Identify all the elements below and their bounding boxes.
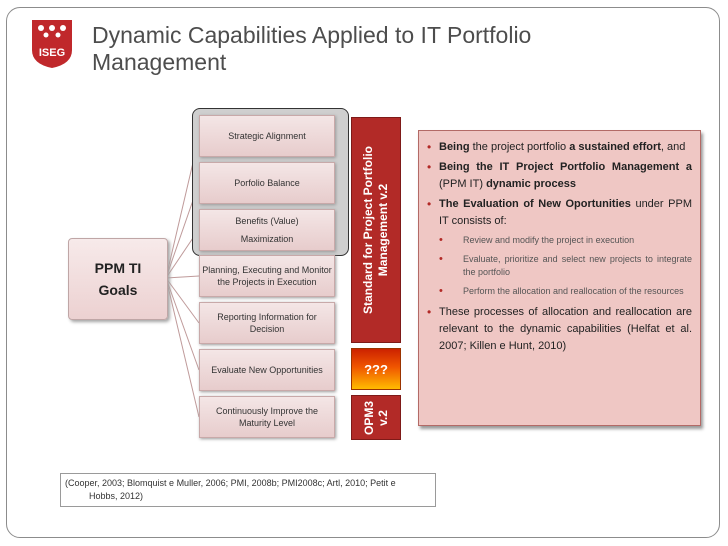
item-label-line2: Maximization <box>240 234 294 244</box>
item-portfolio-balance: Porfolio Balance <box>199 162 335 204</box>
unknown-standard-label: ??? <box>364 361 388 377</box>
item-reporting-information: Reporting Information for Decision <box>199 302 335 344</box>
item-label: Planning, Executing and Monitor the Proj… <box>202 265 332 287</box>
bullet-dynamic-process: Being the IT Project Portfolio Managemen… <box>427 159 692 193</box>
bullet-evaluation: The Evaluation of New Oportunities under… <box>427 196 692 230</box>
slide-title: Dynamic Capabilities Applied to IT Portf… <box>92 22 532 75</box>
sub-bullet-review: Review and modify the project in executi… <box>427 234 692 247</box>
item-label: Reporting Information for Decision <box>217 312 317 334</box>
explanation-panel: Being the project portfolio a sustained … <box>418 130 701 426</box>
item-strategic-alignment: Strategic Alignment <box>199 115 335 157</box>
goals-line2: Goals <box>98 282 138 298</box>
item-label: Strategic Alignment <box>228 131 306 141</box>
bullet-sustained-effort: Being the project portfolio a sustained … <box>427 139 692 156</box>
item-label: Porfolio Balance <box>234 178 300 188</box>
references-box: (Cooper, 2003; Blomquist e Muller, 2006;… <box>60 473 436 507</box>
bullet-dynamic-capabilities: These processes of allocation and reallo… <box>427 304 692 355</box>
item-continuously-improve: Continuously Improve the Maturity Level <box>199 396 335 438</box>
sub-bullet-allocation: Perform the allocation and reallocation … <box>427 285 692 298</box>
item-label: Evaluate New Opportunities <box>211 365 323 375</box>
logo-text: ISEG <box>39 47 65 59</box>
ppm-goals-box: PPM TI Goals <box>68 238 168 320</box>
item-evaluate-opportunities: Evaluate New Opportunities <box>199 349 335 391</box>
item-label: Continuously Improve the Maturity Level <box>215 406 319 428</box>
references-line2: Hobbs, 2012) <box>89 491 144 501</box>
goals-line1: PPM TI <box>94 260 142 276</box>
unknown-standard-bar: ??? <box>351 348 401 390</box>
iseg-logo: ISEG <box>32 20 72 68</box>
opm3-bar: OPM3 v.2 <box>351 395 401 440</box>
references-line1: (Cooper, 2003; Blomquist e Muller, 2006;… <box>65 478 396 488</box>
sub-bullet-evaluate: Evaluate, prioritize and select new proj… <box>427 253 692 279</box>
item-benefits-maximization: Benefits (Value) Maximization <box>199 209 335 251</box>
item-planning-executing: Planning, Executing and Monitor the Proj… <box>199 255 335 297</box>
standard-ppm-bar: Standard for Project Portfolio Managemen… <box>351 117 401 343</box>
opm3-label: OPM3 v.2 <box>362 400 390 435</box>
item-label-line1: Benefits (Value) <box>235 216 299 226</box>
standard-ppm-label: Standard for Project Portfolio Managemen… <box>361 146 390 315</box>
